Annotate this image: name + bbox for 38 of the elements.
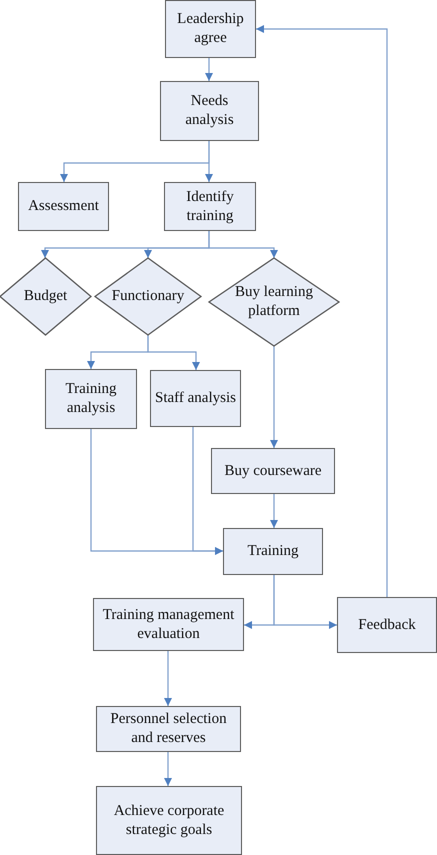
node-label: Training <box>247 542 299 561</box>
connector-arrow <box>205 58 213 81</box>
node-label: Feedback <box>358 616 416 634</box>
process-box <box>18 182 109 231</box>
connector-arrow <box>164 651 172 706</box>
connector-arrow <box>147 335 200 370</box>
node-label: Buy learning platform <box>234 283 314 321</box>
process-box <box>223 528 323 575</box>
process-box <box>96 706 241 752</box>
connector-arrow <box>270 494 278 528</box>
process-box <box>93 598 244 651</box>
connector-arrow <box>270 346 278 448</box>
process-box <box>160 81 259 141</box>
connector-arrow <box>164 752 172 786</box>
node-label: Budget <box>24 287 68 306</box>
node-label: Needs analysis <box>184 92 235 130</box>
node-label: Achieve corporate strategic goals <box>112 802 226 840</box>
process-box <box>45 369 137 429</box>
node-label: Buy courseware <box>224 462 322 480</box>
node-label: Staff analysis <box>155 389 236 408</box>
connector-arrow <box>208 231 278 258</box>
process-box <box>164 182 256 231</box>
process-box <box>211 448 335 494</box>
node-label: Functionary <box>112 287 184 306</box>
process-box <box>337 597 437 653</box>
process-box <box>165 0 256 58</box>
connector-arrow <box>273 575 337 629</box>
connector-arrow <box>192 427 223 555</box>
node-label: Training analysis <box>64 380 118 418</box>
node-label: Identify training <box>185 188 235 226</box>
connector-arrow <box>256 25 388 597</box>
node-label: Assessment <box>28 197 99 216</box>
node-label: Personnel selection and reserves <box>109 710 228 748</box>
process-box <box>96 786 242 855</box>
node-label: Leadership agree <box>176 10 245 48</box>
process-box <box>150 370 241 427</box>
node-label: Training management evaluation <box>102 606 236 644</box>
connector-arrow <box>205 141 213 182</box>
